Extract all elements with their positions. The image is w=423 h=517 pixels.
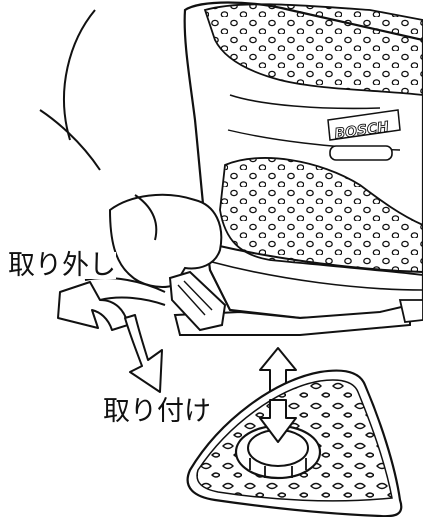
attach-arrow-front: [259, 399, 297, 443]
release-lever: [168, 270, 227, 332]
logo-badge: [327, 109, 401, 141]
remove-label: 取り外し: [8, 250, 116, 281]
attach-label: 取り付け: [103, 396, 211, 427]
brand-logo-text: BOSCH: [334, 119, 391, 142]
remove-arrows: [57, 281, 163, 393]
sanding-pad: [186, 369, 403, 517]
outline-arcs: [39, 9, 101, 171]
sander-body: [173, 1, 423, 336]
nameplate-slot: [329, 145, 393, 161]
